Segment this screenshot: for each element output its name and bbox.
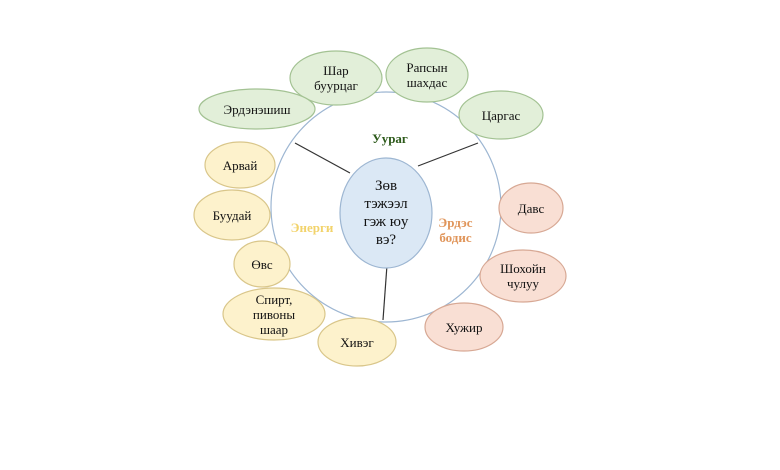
bubble-salt [498,182,564,234]
bubble-wheat [193,189,271,241]
bubble-label-alfalfa: Царгас [481,107,521,123]
bubble-corn [198,88,316,130]
bubble-brewers-grain [222,287,326,341]
bubble-rapeseed [385,47,469,103]
bubble-label-hay: Өвс [251,256,273,272]
center-question: Зөв тэжээл гэж юу вэ? [363,178,409,248]
bubble-label-soda: Хужир [445,319,483,335]
bubble-label-bran: Хивэг [340,334,374,350]
bubble-limestone [479,249,567,303]
bubble-alfalfa [458,90,544,140]
divider-left [294,142,351,174]
bubble-label-brewers-grain: Спирт, пивоны шаар [252,291,296,337]
divider-right [417,142,479,167]
bubble-hay [233,240,291,288]
bubble-label-limestone: Шохойн чулуу [500,261,546,291]
divider-bottom [382,264,388,321]
bubble-label-soybean: Шар буурцаг [314,63,358,93]
bubble-label-corn: Эрдэнэшиш [223,101,291,117]
sector-label-minerals: Эрдэс бодис [438,215,473,245]
bubble-bran [317,317,397,367]
bubble-label-barley: Арвай [222,157,258,173]
sector-label-protein: Уураг [372,131,408,146]
bubble-label-salt: Давс [517,200,545,216]
bubble-soybean [289,50,383,106]
bubble-soda [424,302,504,352]
center-ellipse [339,157,433,269]
bubble-label-wheat: Буудай [212,207,252,223]
sector-label-energy: Энерги [290,220,334,235]
bubble-label-rapeseed: Рапсын шахдас [406,60,448,90]
bubble-barley [204,141,276,189]
